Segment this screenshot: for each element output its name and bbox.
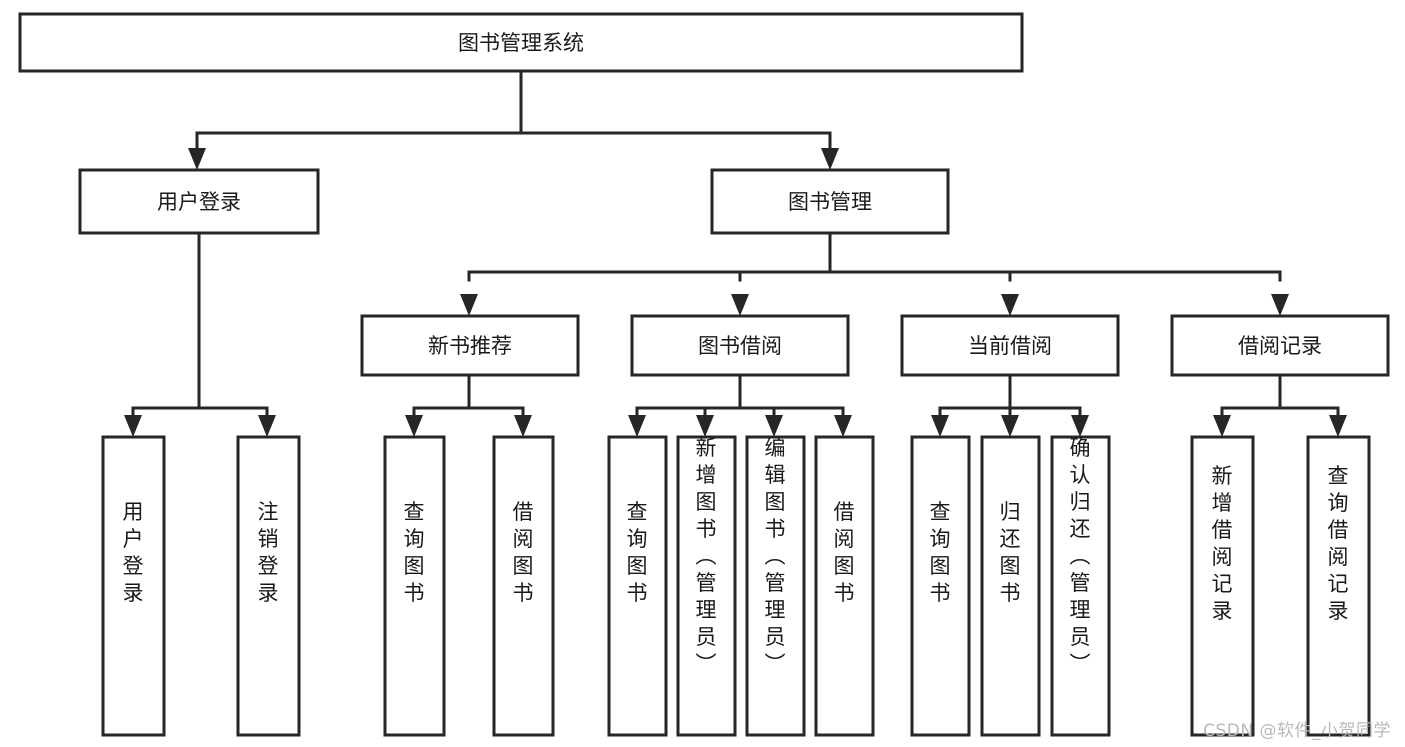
node-leaf-borrow-book-2-label: 借阅图书 <box>834 500 855 605</box>
node-leaf-borrow-book-2[interactable]: 借阅图书 <box>814 435 875 737</box>
node-leaf-add-record[interactable]: 新增借阅记录 <box>1190 435 1255 737</box>
connector-group-root <box>188 69 839 170</box>
node-leaf-query-record-label: 查询借阅记录 <box>1328 464 1349 623</box>
node-leaf-query-book-1[interactable]: 查询图书 <box>383 435 446 737</box>
node-root[interactable]: 图书管理系统 <box>18 12 1024 73</box>
node-leaf-confirm-return-label: 确认归还︵管理员︶ <box>1070 436 1091 676</box>
node-book-manage-label: 图书管理 <box>788 190 872 214</box>
node-book-manage[interactable]: 图书管理 <box>710 168 950 235</box>
node-leaf-query-book-3[interactable]: 查询图书 <box>910 435 971 737</box>
node-leaf-query-book-2-label: 查询图书 <box>627 500 648 605</box>
node-leaf-logout-login[interactable]: 注销登录 <box>236 435 301 737</box>
connector-group-book-borrow <box>628 373 852 437</box>
node-book-borrow[interactable]: 图书借阅 <box>630 314 850 377</box>
node-leaf-confirm-return[interactable]: 确认归还︵管理员︶ <box>1050 435 1111 737</box>
node-current-borrow[interactable]: 当前借阅 <box>900 314 1120 377</box>
node-leaf-return-book[interactable]: 归还图书 <box>980 435 1041 737</box>
node-new-book-recommend[interactable]: 新书推荐 <box>360 314 580 377</box>
connector-group-current-borrow <box>931 373 1089 437</box>
node-leaf-query-book-3-label: 查询图书 <box>930 500 951 605</box>
node-leaf-user-login-label: 用户登录 <box>123 500 144 605</box>
node-leaf-logout-login-label: 注销登录 <box>258 500 279 605</box>
node-borrow-record-label: 借阅记录 <box>1238 334 1322 358</box>
node-leaf-edit-book[interactable]: 编辑图书︵管理员︶ <box>745 435 806 737</box>
node-leaf-borrow-book-1-label: 借阅图书 <box>513 500 534 605</box>
node-borrow-record[interactable]: 借阅记录 <box>1170 314 1390 377</box>
node-leaf-edit-book-label: 编辑图书︵管理员︶ <box>765 436 786 676</box>
node-leaf-user-login[interactable]: 用户登录 <box>101 435 166 737</box>
node-leaf-return-book-label: 归还图书 <box>1000 500 1021 605</box>
connector-group-book-manage <box>460 231 1289 316</box>
csdn-watermark: CSDN @软件_小贺同学 <box>1203 721 1391 741</box>
node-current-borrow-label: 当前借阅 <box>968 334 1052 358</box>
node-leaf-add-book[interactable]: 新增图书︵管理员︶ <box>676 435 737 737</box>
node-new-book-recommend-label: 新书推荐 <box>428 334 512 358</box>
node-book-borrow-label: 图书借阅 <box>698 334 782 358</box>
node-leaf-query-record[interactable]: 查询借阅记录 <box>1306 435 1371 737</box>
node-leaf-borrow-book-1[interactable]: 借阅图书 <box>492 435 555 737</box>
node-leaf-query-book-1-label: 查询图书 <box>404 500 425 605</box>
node-leaf-add-book-label: 新增图书︵管理员︶ <box>696 436 717 676</box>
node-user-login-label: 用户登录 <box>157 190 241 214</box>
node-user-login[interactable]: 用户登录 <box>78 168 320 235</box>
connector-group-new-book-recommend <box>405 373 532 437</box>
node-leaf-add-record-label: 新增借阅记录 <box>1212 464 1233 623</box>
connector-group-user-login <box>124 231 276 437</box>
connector-group-borrow-record <box>1213 373 1347 437</box>
node-leaf-query-book-2[interactable]: 查询图书 <box>607 435 668 737</box>
node-root-label: 图书管理系统 <box>458 31 584 55</box>
